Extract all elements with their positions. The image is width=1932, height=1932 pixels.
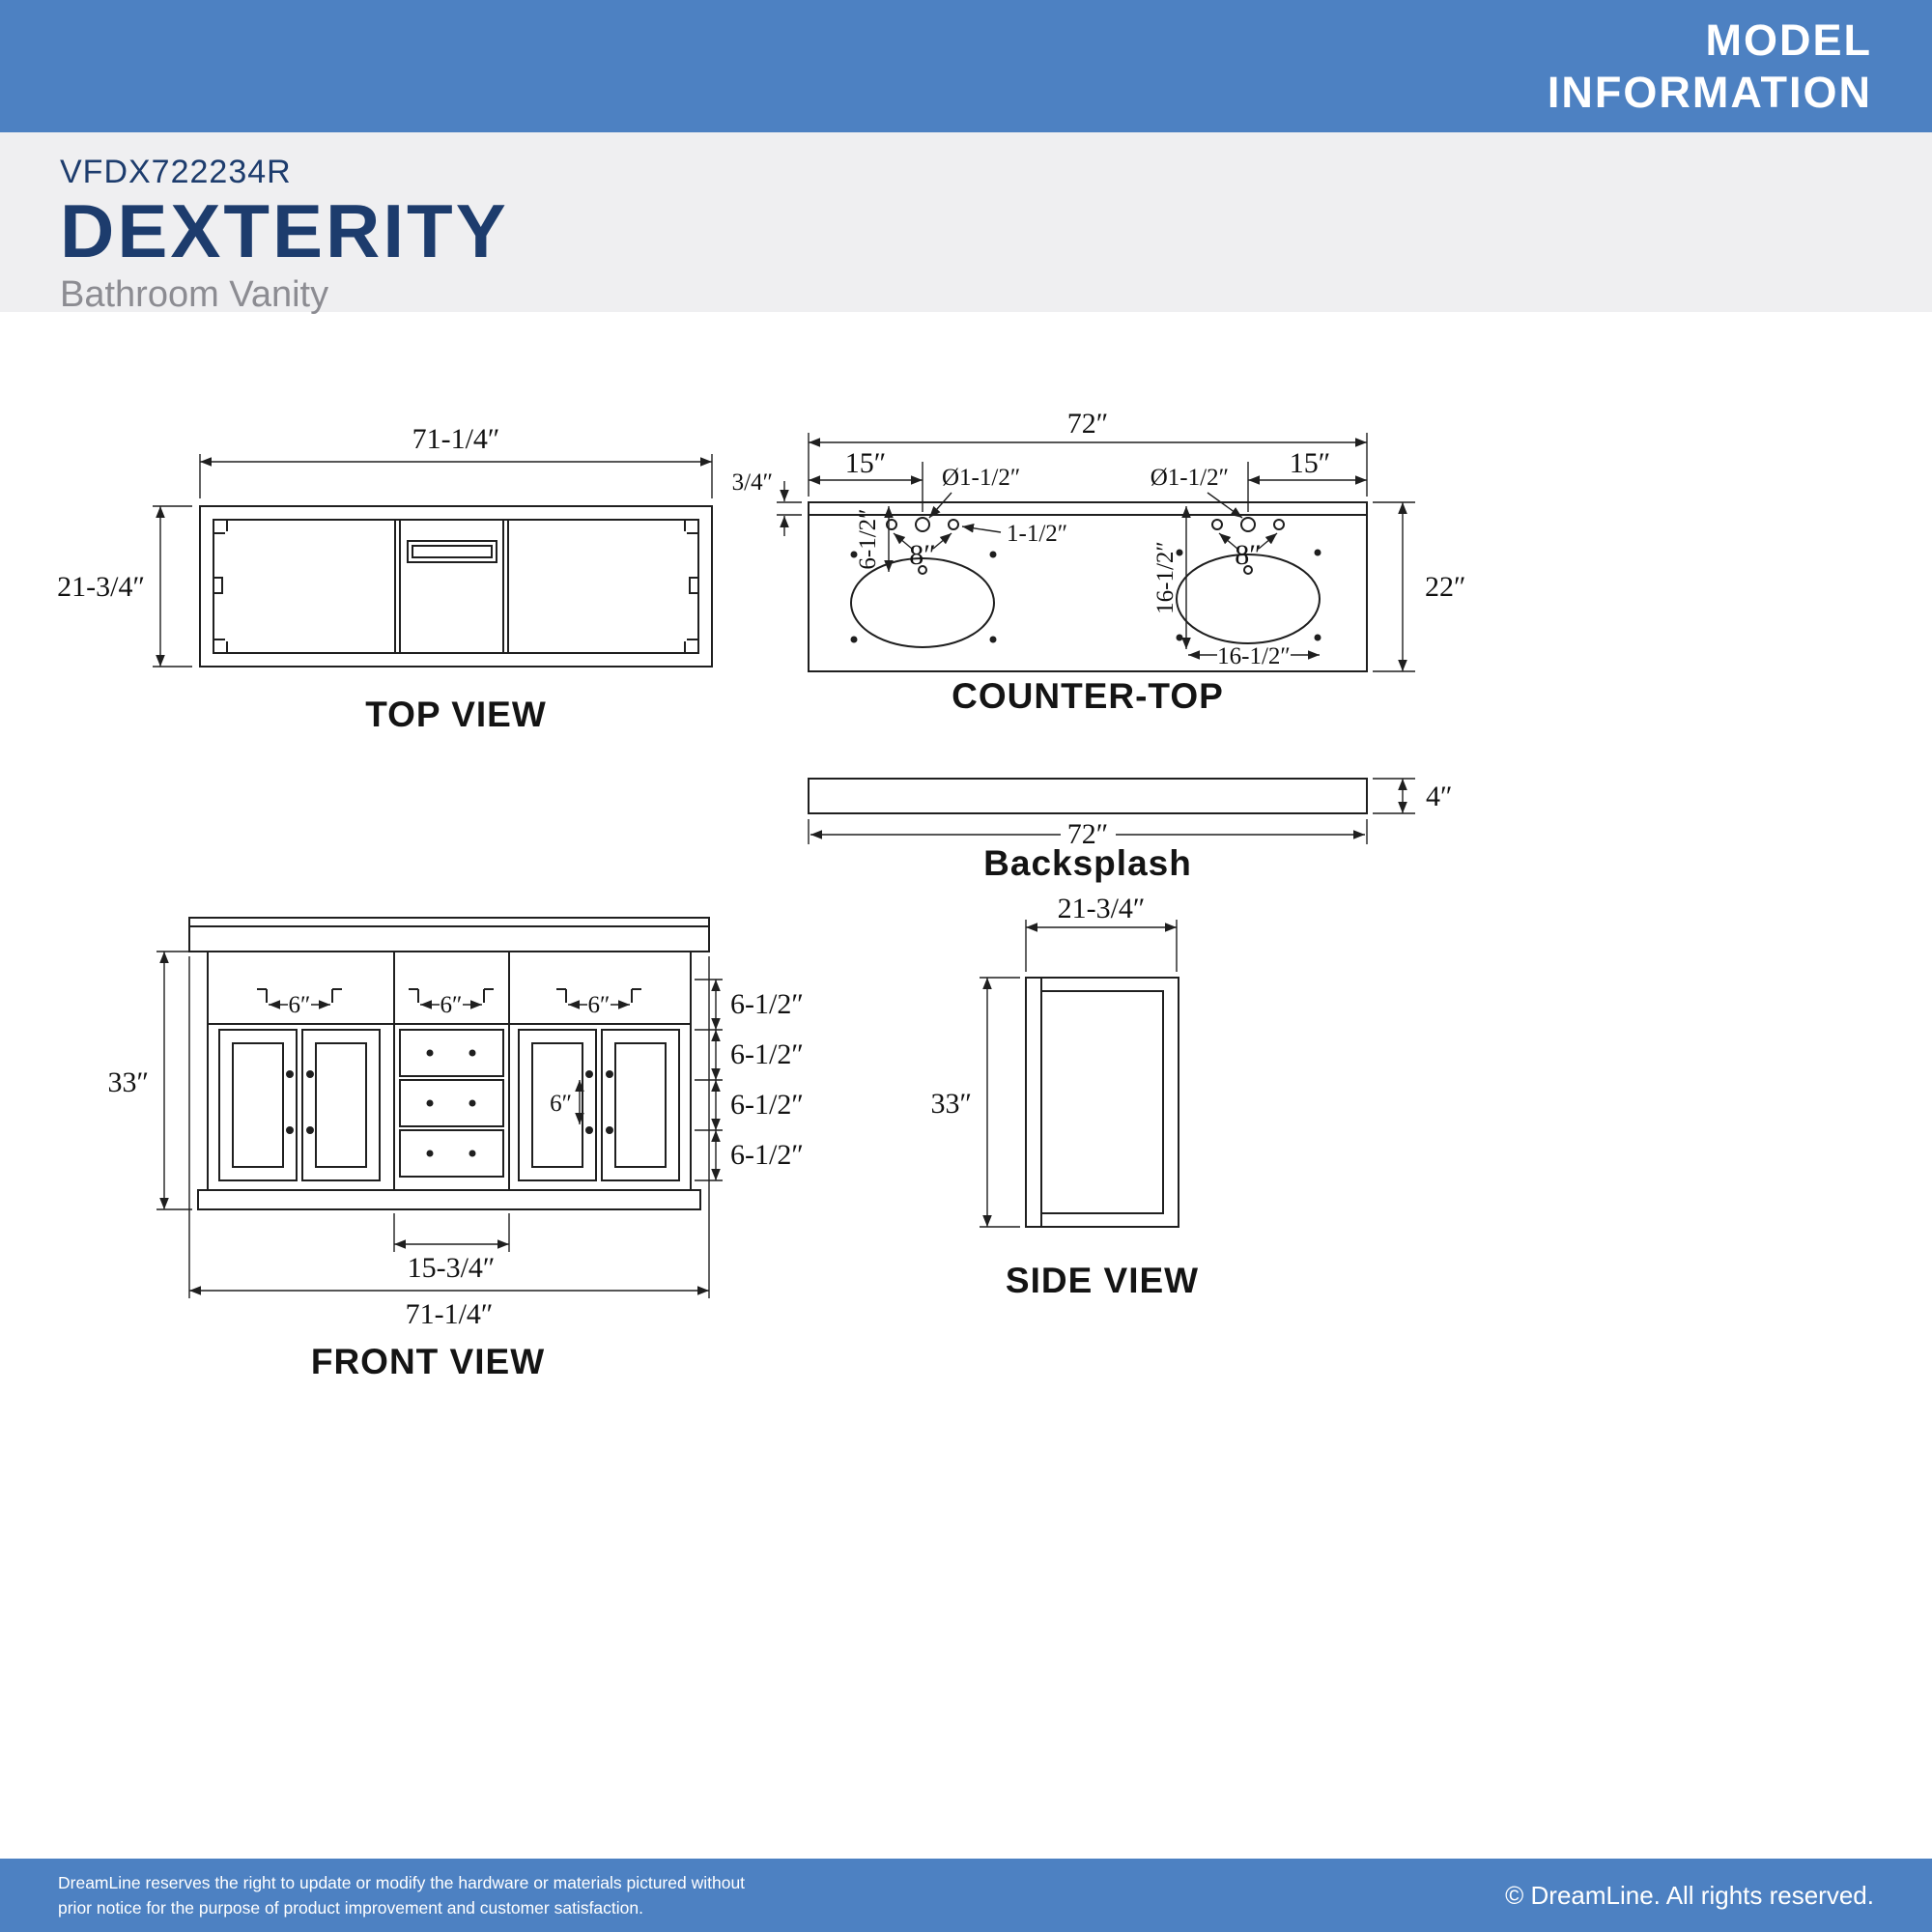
side-view-drawing: 21-3/4″ 33″ SIDE VIEW (931, 893, 1199, 1300)
counter-depth-dim: 22″ (1425, 571, 1466, 603)
counter-top-outline (808, 501, 1368, 672)
side-view-outer-rect (1025, 977, 1179, 1228)
top-view-depth-dim: 21-3/4″ (57, 571, 145, 603)
side-view-label: SIDE VIEW (1006, 1261, 1199, 1300)
top-view-outer-rect (199, 505, 713, 668)
counter-slab-front (188, 925, 710, 952)
left-faucet-hole-3 (948, 519, 959, 530)
footer-disclaimer: DreamLine reserves the right to update o… (58, 1870, 745, 1921)
counter-width-dim: 72″ (1067, 408, 1109, 440)
left-spread-dim: 8″ (909, 539, 936, 571)
model-number: VFDX722234R (60, 154, 292, 190)
right-faucet-offset-dim: 15″ (1290, 447, 1331, 479)
cabinet-base (197, 1189, 701, 1210)
side-view-outline (1025, 977, 1179, 1228)
backsplash-height-dim: 4″ (1426, 781, 1453, 812)
backsplash-drawing: 4″ 72″ Backsplash (808, 778, 1453, 883)
header-title-line1: MODEL (1705, 14, 1872, 65)
left-faucet-hole-2 (915, 517, 930, 532)
product-name: DEXTERITY (60, 188, 509, 273)
counter-top-dimensions (777, 433, 1415, 672)
footer-bar: DreamLine reserves the right to update o… (0, 1859, 1932, 1932)
top-view-center-box (407, 540, 497, 563)
counter-top-label: COUNTER-TOP (952, 676, 1224, 716)
right-sink-cutout (1176, 554, 1321, 644)
left-sink-cutout (850, 557, 995, 648)
counter-thickness-dim: 3/4″ (732, 469, 773, 496)
backsplash-outline (808, 778, 1368, 814)
left-door-1 (218, 1029, 298, 1181)
backsplash-width-dim: 72″ (1067, 818, 1109, 850)
drawer-1 (399, 1029, 504, 1077)
mounting-holes (850, 549, 1321, 643)
disclaimer-line1: DreamLine reserves the right to update o… (58, 1872, 746, 1892)
front-view-outline (188, 917, 710, 1210)
header-title: MODEL INFORMATION (1548, 14, 1872, 119)
footer-copyright: © DreamLine. All rights reserved. (1505, 1880, 1874, 1910)
front-width-dim: 71-1/4″ (406, 1298, 494, 1330)
backsplash-dimensions (808, 778, 1415, 844)
header-title-line2: INFORMATION (1547, 67, 1872, 117)
disclaimer-line2: prior notice for the purpose of product … (58, 1898, 643, 1918)
hole-gap-dim: 1-1/2″ (1007, 521, 1067, 547)
front-view-drawing: 6″ 6″ 6″ 6″ 6-1/2″ 6-1/2″ 6-1/2″ 6-1/2″ … (108, 917, 804, 1381)
side-height-dim: 33″ (931, 1088, 973, 1120)
top-view-drawing: 71-1/4″ 21-3/4″ TOP VIEW (57, 423, 713, 734)
left-faucet-hole-1 (886, 519, 897, 530)
top-view-inner-rect (213, 519, 699, 654)
top-view-label: TOP VIEW (365, 695, 547, 734)
counter-edge-front (188, 917, 710, 927)
row-height-dim-2: 6-1/2″ (730, 1038, 804, 1070)
left-faucet-offset-dim: 15″ (845, 447, 887, 479)
backsplash-slab (808, 778, 1368, 814)
product-info-band: VFDX722234R DEXTERITY Bathroom Vanity (0, 132, 1932, 315)
back-offset-dim: 6-1/2″ (855, 508, 881, 569)
top-view-dimensions (153, 454, 713, 668)
right-handle-dim: 6″ (588, 992, 611, 1018)
side-width-dim: 21-3/4″ (1058, 893, 1146, 924)
right-spread-dim: 8″ (1235, 539, 1262, 571)
sink-side-offset-dim: 16-1/2″ (1217, 643, 1291, 669)
backsplash-label: Backsplash (983, 843, 1192, 883)
knob-gap-dim: 6″ (550, 1091, 572, 1117)
left-handle-dim: 6″ (289, 992, 311, 1018)
right-door-1 (518, 1029, 597, 1181)
cabinet-body (207, 951, 692, 1191)
sink-depth-offset-dim: 16-1/2″ (1152, 541, 1179, 614)
left-hole-dia-dim: Ø1-1/2″ (942, 465, 1020, 491)
front-height-dim: 33″ (108, 1066, 150, 1098)
knobs (286, 1049, 613, 1157)
top-view-width-dim: 71-1/4″ (412, 423, 500, 455)
row-height-dim-4: 6-1/2″ (730, 1139, 804, 1171)
front-view-dimensions (156, 951, 723, 1298)
right-faucet-hole-1 (1211, 519, 1223, 530)
right-door-2 (601, 1029, 680, 1181)
row-height-dim-3: 6-1/2″ (730, 1089, 804, 1121)
counter-slab (808, 501, 1368, 672)
right-faucet-hole-3 (1273, 519, 1285, 530)
header-banner: MODEL INFORMATION (0, 0, 1932, 132)
middle-handle-dim: 6″ (440, 992, 463, 1018)
drawer-width-dim: 15-3/4″ (408, 1252, 496, 1284)
counter-top-drawing: 72″ 3/4″ 15″ 15″ Ø1-1/2″ Ø1-1/2″ 1-1/2″ … (732, 408, 1466, 716)
drawer-3 (399, 1129, 504, 1178)
side-view-inner-rect (1040, 990, 1164, 1214)
row-height-dim-1: 6-1/2″ (730, 988, 804, 1020)
right-faucet-hole-2 (1240, 517, 1256, 532)
side-view-dimensions (980, 920, 1178, 1228)
left-door-2 (301, 1029, 381, 1181)
drawer-2 (399, 1079, 504, 1127)
front-view-label: FRONT VIEW (311, 1342, 545, 1381)
top-view-outline (199, 505, 713, 668)
right-hole-dia-dim: Ø1-1/2″ (1151, 465, 1229, 491)
product-subtitle: Bathroom Vanity (60, 273, 329, 315)
